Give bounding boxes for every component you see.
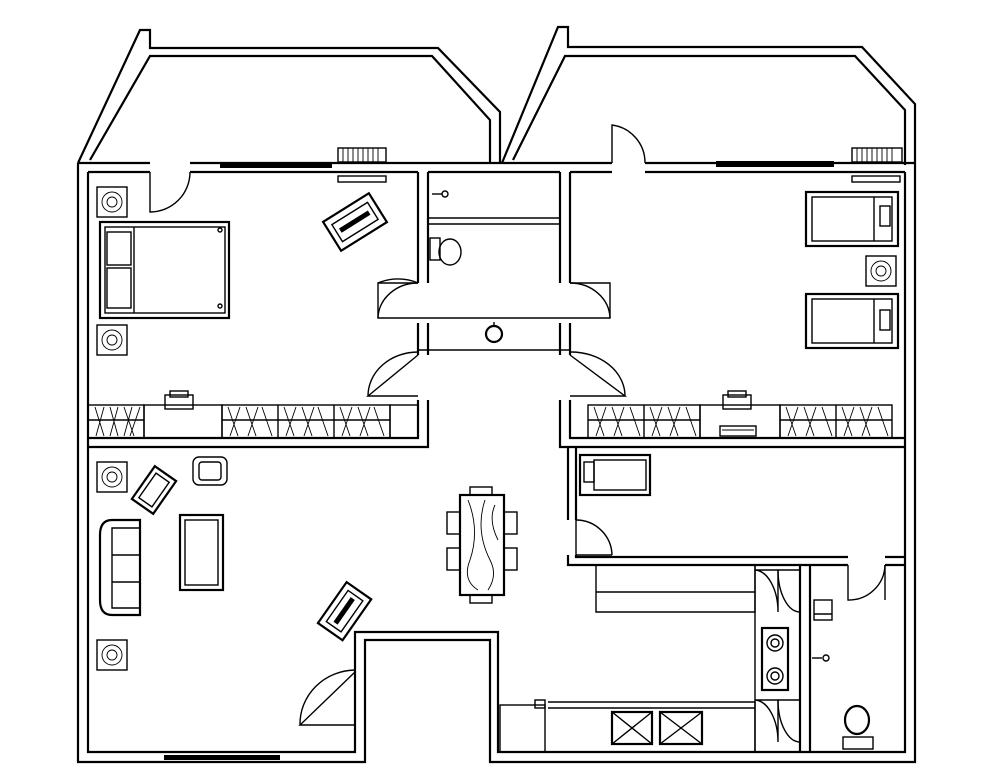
- window-icon: [716, 161, 834, 167]
- sofa-icon: [98, 518, 142, 617]
- bathroom-one: [429, 190, 504, 344]
- sink-icon: [484, 322, 504, 344]
- exterior-walls: [76, 25, 917, 764]
- living-room: [96, 456, 518, 671]
- wardrobe-icon: [87, 404, 145, 439]
- coffee-table-icon: [178, 513, 225, 592]
- door-icon: [754, 569, 801, 613]
- toilet-icon: [429, 237, 462, 266]
- desk-icon: [699, 390, 781, 439]
- nightstand-icon: [96, 639, 128, 671]
- bed-icon: [98, 220, 231, 320]
- window-icon: [220, 162, 332, 168]
- door-icon: [575, 519, 613, 556]
- door-icon: [754, 699, 801, 743]
- bathroom-two: [812, 599, 874, 750]
- door-icon: [298, 669, 356, 726]
- nightstand-icon: [865, 255, 897, 287]
- wardrobe-icon: [779, 404, 893, 439]
- desk-icon: [143, 390, 223, 439]
- tv-icon: [130, 464, 178, 516]
- sink-icon: [813, 599, 833, 621]
- wardrobe-icon: [499, 699, 546, 753]
- kitchen-sink-icon: [610, 710, 704, 746]
- radiators: [337, 147, 903, 183]
- kitchen: [499, 626, 790, 753]
- windows: [164, 161, 834, 760]
- door-icon: [847, 564, 886, 601]
- nightstand-icon: [96, 461, 128, 493]
- shower-icon: [432, 190, 449, 198]
- radiator-icon: [337, 147, 387, 183]
- door-icon: [366, 351, 419, 397]
- radiator-icon: [851, 147, 903, 183]
- laundry-room: [578, 453, 652, 497]
- door-icon: [149, 171, 191, 213]
- wardrobe-icon: [221, 404, 419, 439]
- dining-table-icon: [446, 486, 518, 604]
- washing-machine-icon: [578, 453, 652, 497]
- door-icon: [569, 351, 628, 397]
- bed-icon: [804, 190, 900, 248]
- nightstand-icon: [96, 324, 128, 356]
- door-icon: [377, 278, 419, 319]
- toilet-icon: [842, 704, 874, 750]
- right-bedroom: [587, 190, 900, 439]
- nightstand-icon: [96, 186, 128, 218]
- window-icon: [164, 755, 280, 760]
- wardrobe-icon: [587, 404, 701, 439]
- doors: [149, 124, 886, 743]
- door-icon: [569, 282, 611, 319]
- bed-icon: [804, 292, 900, 350]
- left-bedroom: [87, 186, 419, 439]
- door-icon: [611, 124, 646, 164]
- shower-icon: [812, 654, 830, 662]
- stove-icon: [760, 626, 790, 692]
- tv-icon: [321, 191, 389, 253]
- tv-icon: [316, 580, 373, 642]
- armchair-icon: [192, 456, 228, 486]
